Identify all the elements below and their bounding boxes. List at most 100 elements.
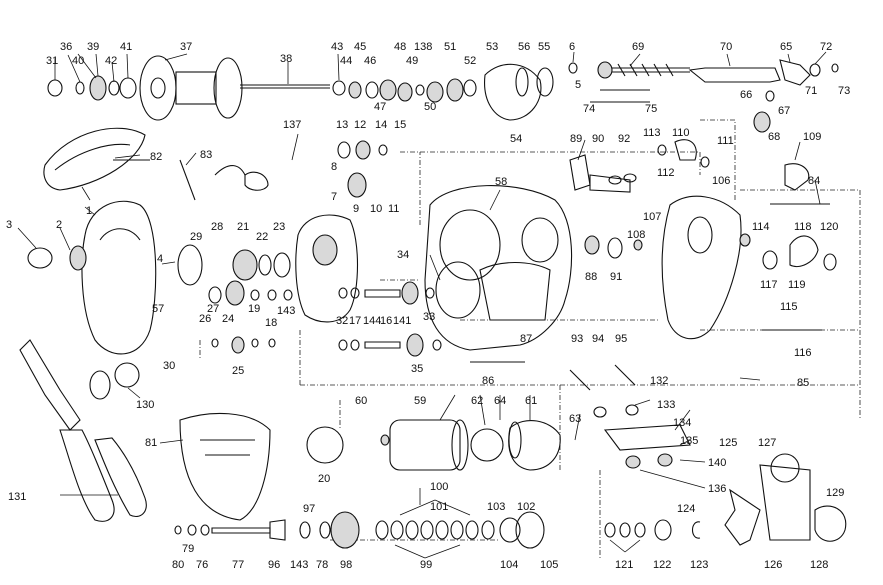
callout-40: 40 bbox=[72, 55, 84, 67]
callout-141: 141 bbox=[393, 315, 411, 327]
callout-71: 71 bbox=[805, 85, 817, 97]
callout-72: 72 bbox=[820, 41, 832, 53]
callout-118: 118 bbox=[794, 221, 812, 233]
callout-104: 104 bbox=[500, 559, 518, 571]
callout-33: 33 bbox=[423, 311, 435, 323]
leader-lines bbox=[17, 51, 827, 559]
callout-67: 67 bbox=[778, 105, 790, 117]
callout-46: 46 bbox=[364, 55, 376, 67]
callout-96: 96 bbox=[268, 559, 280, 571]
callout-1: 1 bbox=[86, 205, 92, 217]
callout-115: 115 bbox=[780, 301, 798, 313]
callout-51: 51 bbox=[444, 41, 456, 53]
callout-144: 144 bbox=[363, 315, 381, 327]
callout-8: 8 bbox=[331, 161, 337, 173]
callout-83: 83 bbox=[200, 149, 212, 161]
frame-center bbox=[424, 185, 573, 351]
callout-labels: 31 36 40 39 42 41 37 38 43 44 45 46 48 4… bbox=[6, 41, 850, 571]
callout-28: 28 bbox=[211, 221, 223, 233]
callout-117: 117 bbox=[760, 279, 778, 291]
callout-112: 112 bbox=[657, 167, 675, 179]
callout-138: 138 bbox=[414, 41, 432, 53]
callout-39: 39 bbox=[87, 41, 99, 53]
callout-116: 116 bbox=[794, 347, 812, 359]
callout-69: 69 bbox=[632, 41, 644, 53]
callout-86: 86 bbox=[482, 375, 494, 387]
callout-43: 43 bbox=[331, 41, 343, 53]
assembly-guide-lines bbox=[199, 119, 861, 560]
callout-17: 17 bbox=[349, 315, 361, 327]
callout-81: 81 bbox=[145, 437, 157, 449]
callout-64: 64 bbox=[494, 395, 506, 407]
callout-70: 70 bbox=[720, 41, 732, 53]
callout-59: 59 bbox=[414, 395, 426, 407]
right-side-plate-assembly bbox=[470, 163, 837, 363]
callout-105: 105 bbox=[540, 559, 558, 571]
callout-13: 13 bbox=[336, 119, 348, 131]
callout-114: 114 bbox=[752, 221, 770, 233]
callout-47: 47 bbox=[374, 101, 386, 113]
callout-66: 66 bbox=[740, 89, 752, 101]
callout-88: 88 bbox=[585, 271, 597, 283]
callout-87: 87 bbox=[520, 333, 532, 345]
callout-95: 95 bbox=[615, 333, 627, 345]
callout-97: 97 bbox=[303, 503, 315, 515]
callout-60: 60 bbox=[355, 395, 367, 407]
callout-110: 110 bbox=[672, 127, 690, 139]
star-drag-handle-assembly bbox=[569, 364, 847, 546]
callout-92: 92 bbox=[618, 133, 630, 145]
callout-62: 62 bbox=[471, 395, 483, 407]
callout-63: 63 bbox=[569, 413, 581, 425]
callout-133: 133 bbox=[657, 399, 675, 411]
callout-37: 37 bbox=[180, 41, 192, 53]
callout-124: 124 bbox=[677, 503, 695, 515]
callout-128: 128 bbox=[810, 559, 828, 571]
callout-19: 19 bbox=[248, 303, 260, 315]
callout-113: 113 bbox=[643, 127, 661, 139]
callout-93: 93 bbox=[571, 333, 583, 345]
callout-22: 22 bbox=[256, 231, 268, 243]
callout-78: 78 bbox=[316, 559, 328, 571]
callout-65: 65 bbox=[780, 41, 792, 53]
callout-56: 56 bbox=[518, 41, 530, 53]
callout-34: 34 bbox=[397, 249, 409, 261]
callout-24: 24 bbox=[222, 313, 234, 325]
clutch-assembly bbox=[569, 139, 710, 259]
callout-121: 121 bbox=[615, 559, 633, 571]
callout-16: 16 bbox=[380, 315, 392, 327]
callout-75: 75 bbox=[645, 103, 657, 115]
callout-32: 32 bbox=[336, 315, 348, 327]
callout-100: 100 bbox=[430, 481, 448, 493]
callout-5: 5 bbox=[575, 79, 581, 91]
callout-52: 52 bbox=[464, 55, 476, 67]
callout-122: 122 bbox=[653, 559, 671, 571]
callout-127: 127 bbox=[758, 437, 776, 449]
callout-6: 6 bbox=[569, 41, 575, 53]
callout-18: 18 bbox=[265, 317, 277, 329]
callout-25: 25 bbox=[232, 365, 244, 377]
levelwind-assembly bbox=[568, 59, 839, 133]
callout-42: 42 bbox=[105, 55, 117, 67]
callout-134: 134 bbox=[673, 417, 691, 429]
callout-101: 101 bbox=[430, 501, 448, 513]
callout-119: 119 bbox=[788, 279, 806, 291]
callout-109: 109 bbox=[803, 131, 821, 143]
callout-80: 80 bbox=[172, 559, 184, 571]
callout-74: 74 bbox=[583, 103, 595, 115]
callout-143: 143 bbox=[277, 305, 295, 317]
callout-15: 15 bbox=[394, 119, 406, 131]
callout-61: 61 bbox=[525, 395, 537, 407]
callout-30: 30 bbox=[163, 360, 175, 372]
callout-77: 77 bbox=[232, 559, 244, 571]
drive-gear-assembly bbox=[177, 244, 293, 354]
callout-21: 21 bbox=[237, 221, 249, 233]
callout-57: 57 bbox=[152, 303, 164, 315]
callout-89: 89 bbox=[570, 133, 582, 145]
callout-44: 44 bbox=[340, 55, 352, 67]
callout-120: 120 bbox=[820, 221, 838, 233]
callout-91: 91 bbox=[610, 271, 622, 283]
callout-53: 53 bbox=[486, 41, 498, 53]
callout-102: 102 bbox=[517, 501, 535, 513]
callout-2: 2 bbox=[56, 219, 62, 231]
callout-35: 35 bbox=[411, 363, 423, 375]
